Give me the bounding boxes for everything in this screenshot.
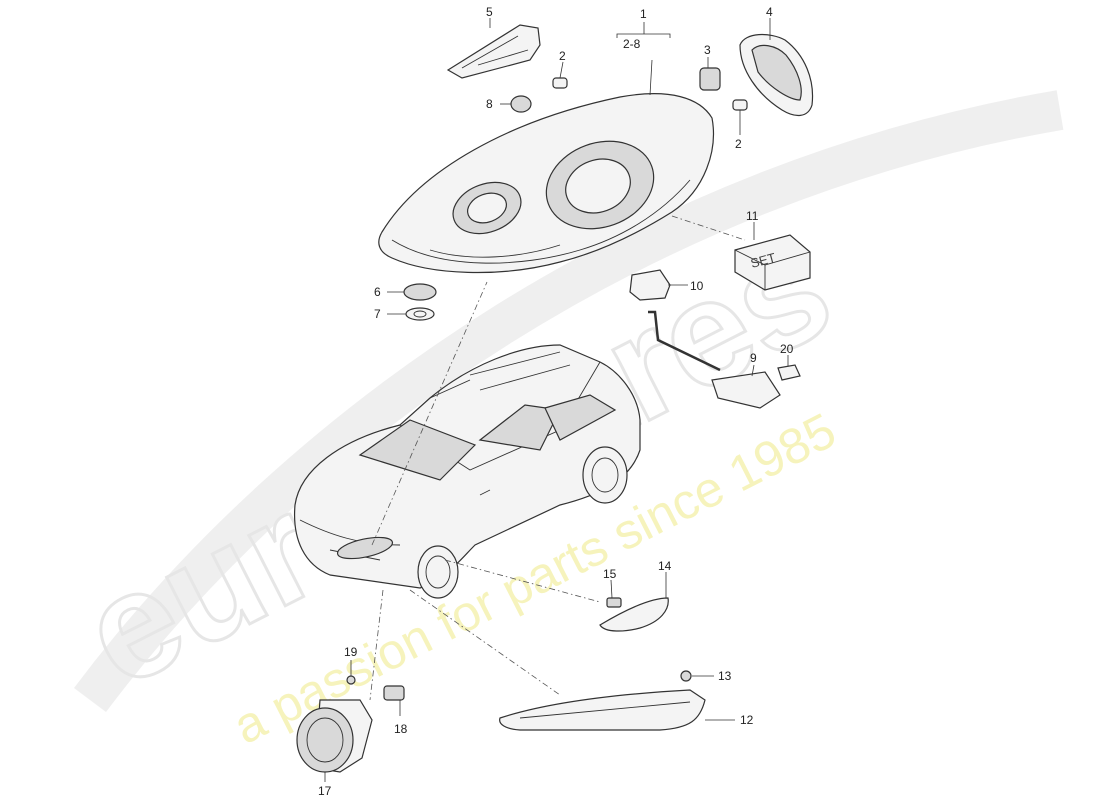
part-10-control-unit — [629, 269, 671, 301]
callout-15: 15 — [603, 567, 617, 581]
callout-2-top: 2 — [559, 49, 566, 63]
callout-3: 3 — [704, 43, 711, 57]
plug-8 — [510, 95, 532, 113]
bulb-2-right — [732, 99, 748, 111]
part-5-cover-frame — [446, 24, 541, 79]
headlight-low-beam-lens — [467, 192, 507, 224]
leader-2a — [559, 61, 564, 79]
callout-1: 1 — [640, 7, 647, 21]
cap-6 — [403, 283, 437, 301]
marker-bulb-15 — [606, 597, 622, 608]
ref-line-headlight — [371, 281, 488, 546]
headlight-led-strip — [429, 244, 561, 258]
callout-6: 6 — [374, 285, 381, 299]
vehicle-rear-window — [544, 394, 617, 441]
bulb-3 — [699, 67, 721, 91]
part-14-side-marker — [599, 597, 669, 632]
part-4-grille-cover — [739, 34, 814, 116]
part-11-set: SET — [734, 234, 811, 291]
vehicle-front-hub — [425, 555, 451, 589]
part-12-bumper-lamp — [499, 670, 706, 731]
part-caps — [403, 283, 437, 321]
headlight-assembly — [378, 93, 714, 274]
control-unit-shape — [629, 269, 671, 301]
callout-18: 18 — [394, 722, 408, 736]
set-box-label: SET — [749, 250, 777, 271]
callout-17: 17 — [318, 784, 332, 798]
callout-5: 5 — [486, 5, 493, 19]
ref-line-bumper-lamp — [409, 589, 561, 696]
leader-lines — [324, 18, 789, 782]
callout-11: 11 — [746, 209, 759, 223]
grille-cover-mesh — [751, 44, 802, 101]
side-marker-lens — [599, 597, 669, 632]
ring-7-hole — [413, 310, 427, 318]
callout-12: 12 — [740, 713, 754, 727]
leader-9 — [751, 364, 755, 377]
callout-4: 4 — [766, 5, 773, 19]
ref-line-set — [671, 215, 746, 241]
bumper-lamp-strip — [519, 701, 691, 719]
part-17-fog-lamp — [296, 675, 405, 773]
callout-13: 13 — [718, 669, 732, 683]
callout-9: 9 — [750, 351, 757, 365]
screw-19 — [346, 675, 356, 685]
fog-bulb-18 — [383, 685, 405, 701]
vehicle-headlight-spot — [336, 536, 394, 560]
vehicle-rear-wheel — [582, 446, 628, 504]
callout-19: 19 — [344, 645, 358, 659]
cover-frame-shape — [446, 24, 541, 79]
callout-20: 20 — [780, 342, 794, 356]
callout-2-right: 2 — [735, 137, 742, 151]
part-9-sensor — [648, 310, 781, 409]
sensor-bracket — [711, 371, 781, 409]
callout-14: 14 — [658, 559, 672, 573]
callout-8: 8 — [486, 97, 493, 111]
screw-13 — [680, 670, 692, 682]
leader-1 — [643, 22, 653, 96]
vehicle-rear-hub — [591, 457, 619, 493]
ring-7 — [405, 307, 435, 321]
part-20-clip — [777, 364, 801, 381]
leader-bracket-1 — [616, 33, 671, 38]
callout-1-range: 2-8 — [623, 37, 641, 51]
vehicle-front-wheel — [417, 545, 459, 599]
bulb-2-top — [552, 77, 568, 89]
vehicle-roof-rails — [429, 351, 571, 399]
ref-line-fog-lamp — [369, 589, 384, 701]
vehicle-mirror — [479, 489, 491, 496]
watermark-swoosh — [74, 90, 1064, 713]
vehicle-windshield — [358, 419, 477, 481]
leader-15 — [610, 579, 613, 599]
callout-labels: 1 2-8 2 2 3 4 5 6 7 8 9 10 11 12 13 14 1… — [318, 5, 794, 798]
headlight-lens-edge — [391, 179, 691, 264]
vehicle-outline — [293, 344, 641, 599]
headlight-projector-lens — [565, 158, 631, 214]
callout-7: 7 — [374, 307, 381, 321]
reference-lines — [369, 215, 746, 701]
fog-lamp-inner — [306, 717, 344, 763]
set-box-edges — [734, 249, 811, 290]
sensor-wire — [648, 310, 721, 372]
callout-10: 10 — [690, 279, 704, 293]
cover-frame-detail — [461, 35, 529, 69]
clip-shape — [777, 364, 801, 381]
part-bulbs — [510, 67, 748, 113]
